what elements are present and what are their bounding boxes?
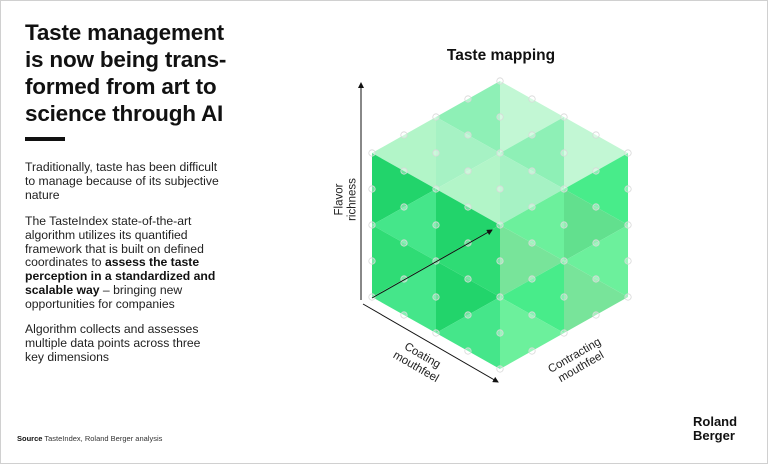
cube-facet-right bbox=[564, 225, 628, 297]
grid-point bbox=[432, 293, 440, 301]
cube-facet-right bbox=[564, 261, 628, 333]
grid-point bbox=[560, 257, 568, 265]
grid-point bbox=[560, 113, 568, 121]
grid-point bbox=[624, 293, 632, 301]
grid-point bbox=[528, 167, 536, 175]
cube-facet-top bbox=[436, 153, 500, 225]
cube-facet-left bbox=[436, 225, 500, 297]
grid-point bbox=[560, 185, 568, 193]
cube-facet-right bbox=[500, 261, 564, 333]
source-text: TasteIndex, Roland Berger analysis bbox=[42, 434, 163, 443]
grid-point bbox=[496, 77, 504, 85]
axis-label-flavor-richness: Flavor richness bbox=[333, 178, 359, 221]
grid-point bbox=[400, 131, 408, 139]
grid-point bbox=[528, 275, 536, 283]
grid-point bbox=[592, 131, 600, 139]
cube-facet-right bbox=[500, 189, 564, 261]
source-label: Source bbox=[17, 434, 43, 443]
cube-facet-right bbox=[500, 297, 564, 369]
cube-facet-top bbox=[564, 117, 628, 189]
grid-point bbox=[528, 203, 536, 211]
headline-divider bbox=[25, 137, 65, 141]
diagram-title: Taste mapping bbox=[446, 47, 556, 64]
cube-facet-top bbox=[372, 117, 436, 189]
grid-point bbox=[432, 149, 440, 157]
grid-point bbox=[592, 203, 600, 211]
grid-point bbox=[560, 149, 568, 157]
axis-coating-mouthfeel bbox=[362, 303, 499, 383]
grid-point bbox=[624, 185, 632, 193]
grid-point bbox=[496, 293, 504, 301]
paragraph-algorithm: Algorithm collects and assesses multiple… bbox=[25, 322, 201, 364]
grid-point bbox=[464, 131, 472, 139]
grid-point bbox=[624, 221, 632, 229]
cube-facet-left bbox=[436, 297, 500, 369]
source-note: Source TasteIndex, Roland Berger analysi… bbox=[17, 434, 162, 443]
cube-facet-left bbox=[372, 261, 436, 333]
grid-point bbox=[368, 149, 376, 157]
cube-facet-left bbox=[372, 153, 436, 225]
cube-facet-right bbox=[564, 189, 628, 261]
grid-point bbox=[496, 329, 504, 337]
grid-point bbox=[496, 365, 504, 373]
grid-point bbox=[432, 329, 440, 337]
cube-facet-left bbox=[372, 225, 436, 297]
axis-inner-arrow bbox=[371, 229, 493, 299]
grid-point bbox=[368, 221, 376, 229]
cube-facet-top bbox=[500, 81, 564, 153]
cube-facet-left bbox=[436, 261, 500, 333]
grid-point bbox=[496, 113, 504, 121]
grid-point bbox=[368, 293, 376, 301]
grid-point bbox=[560, 293, 568, 301]
grid-point bbox=[528, 311, 536, 319]
grid-point bbox=[368, 257, 376, 265]
grid-point bbox=[592, 239, 600, 247]
grid-point bbox=[528, 95, 536, 103]
cube-facet-left bbox=[436, 189, 500, 261]
paragraph-emphasis: assess the taste perception in a standar… bbox=[25, 255, 216, 297]
grid-point bbox=[624, 257, 632, 265]
grid-point bbox=[496, 149, 504, 157]
paragraph-text: – bringing new opportunities for compani… bbox=[25, 282, 183, 311]
cube-facet-top bbox=[500, 153, 564, 225]
headline: Taste management is now being trans- for… bbox=[25, 20, 227, 126]
cube-facet-top bbox=[436, 81, 500, 153]
grid-point bbox=[464, 203, 472, 211]
grid-point bbox=[400, 311, 408, 319]
grid-point bbox=[624, 149, 632, 157]
grid-point bbox=[592, 275, 600, 283]
grid-point bbox=[432, 113, 440, 121]
grid-point bbox=[528, 131, 536, 139]
paragraph-text: The TasteIndex state-of-the-art algorith… bbox=[25, 214, 204, 270]
cube-facet-right bbox=[564, 153, 628, 225]
grid-point bbox=[560, 221, 568, 229]
grid-point bbox=[464, 167, 472, 175]
grid-point bbox=[400, 167, 408, 175]
grid-point bbox=[464, 275, 472, 283]
grid-point bbox=[496, 221, 504, 229]
paragraph-tradition: Traditionally, taste has been difficult … bbox=[25, 160, 219, 202]
grid-point bbox=[464, 347, 472, 355]
grid-point bbox=[496, 185, 504, 193]
cube-facet-right bbox=[500, 225, 564, 297]
grid-point bbox=[496, 257, 504, 265]
roland-berger-logo: Roland Berger bbox=[693, 414, 738, 443]
grid-point bbox=[528, 239, 536, 247]
cube-facet-top bbox=[500, 117, 564, 189]
paragraph-tasteindex: The TasteIndex state-of-the-art algorith… bbox=[25, 214, 275, 312]
grid-point bbox=[432, 221, 440, 229]
grid-point bbox=[592, 167, 600, 175]
grid-point bbox=[432, 185, 440, 193]
grid-point bbox=[528, 347, 536, 355]
grid-point bbox=[560, 329, 568, 337]
grid-point bbox=[464, 311, 472, 319]
grid-point bbox=[400, 203, 408, 211]
grid-point bbox=[464, 95, 472, 103]
cube-facet-left bbox=[372, 189, 436, 261]
grid-point bbox=[400, 239, 408, 247]
grid-point bbox=[592, 311, 600, 319]
cube-facet-top bbox=[436, 117, 500, 189]
grid-point bbox=[368, 185, 376, 193]
